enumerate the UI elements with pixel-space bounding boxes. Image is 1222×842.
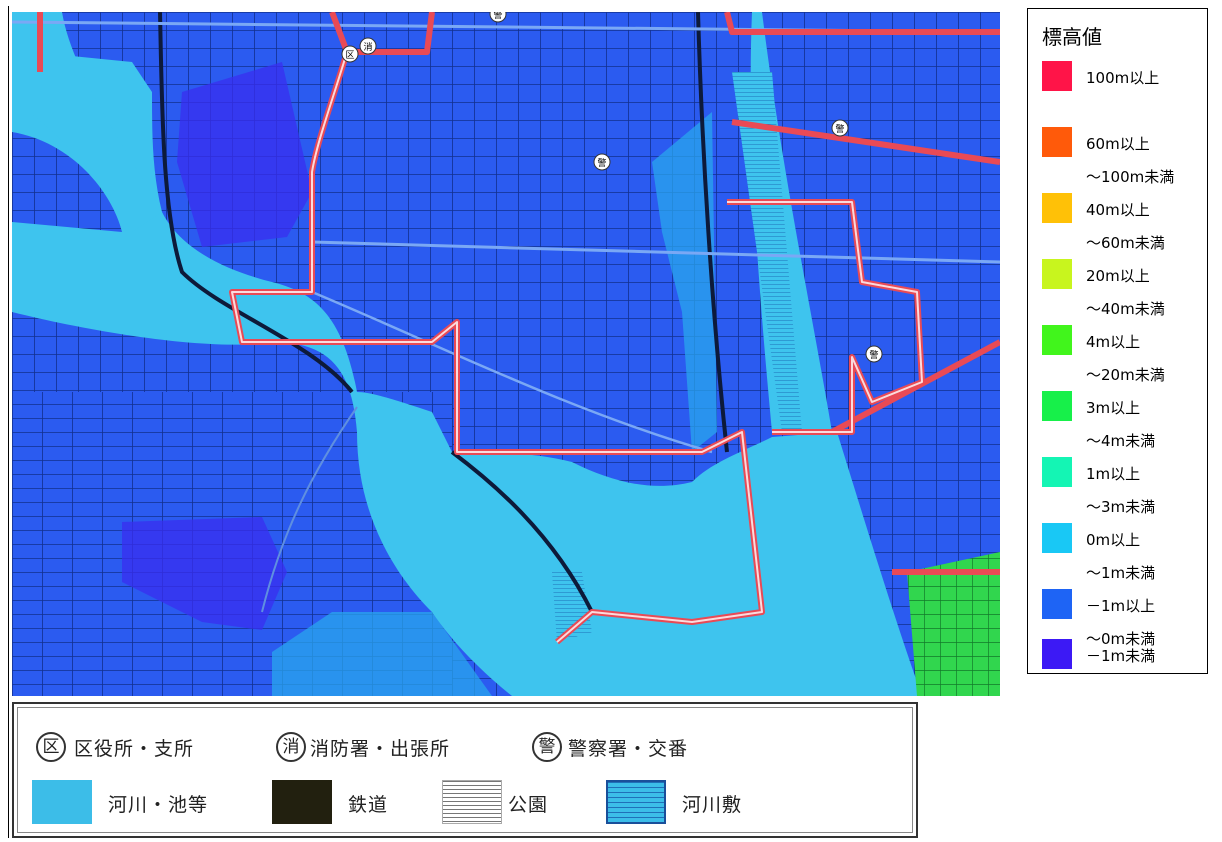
riverbed-swatch: [606, 780, 666, 824]
legend-park-label: 公園: [508, 794, 549, 816]
svg-text:警: 警: [493, 12, 502, 21]
elevation-legend-item: 40m以上 ～60m未満: [1042, 193, 1202, 253]
elevation-swatch: [1042, 325, 1072, 355]
road-mid: [311, 240, 1000, 264]
elevation-range-upper-label: ～1m未満: [1086, 564, 1156, 582]
legend-railway-label: 鉄道: [348, 794, 389, 816]
legend-title: 標高値: [1042, 25, 1102, 49]
shallow-zone-east: [652, 112, 717, 452]
river-swatch: [32, 780, 92, 824]
elevation-range-upper-label: ～100m未満: [1086, 168, 1175, 186]
page-frame: [8, 6, 1215, 838]
elevation-range-label: 1m以上: [1086, 465, 1141, 483]
elevation-legend-item: 4m以上 ～20m未満: [1042, 325, 1202, 385]
elevation-legend-item: 3m以上 ～4m未満: [1042, 391, 1202, 451]
elevation-swatch: [1042, 259, 1072, 289]
ward-office-marker[interactable]: 区: [341, 45, 359, 63]
elevation-range-label: 60m以上: [1086, 135, 1150, 153]
elevation-swatch: [1042, 61, 1072, 91]
elevation-legend-item: 20m以上 ～40m未満: [1042, 259, 1202, 319]
riverbed-east: [732, 72, 802, 432]
ward-office-icon: 区: [36, 732, 66, 762]
elevation-range-upper-label: ～3m未満: [1086, 498, 1156, 516]
elevation-legend-item: －1m以上 ～0m未満: [1042, 589, 1202, 649]
railway-swatch: [272, 780, 332, 824]
elevation-range-label: 20m以上: [1086, 267, 1150, 285]
svg-text:区: 区: [345, 50, 354, 61]
green-hill: [907, 552, 1000, 696]
elevation-range-label: 4m以上: [1086, 333, 1141, 351]
police-marker[interactable]: 警: [831, 119, 849, 137]
svg-text:警: 警: [835, 123, 844, 135]
railway-east: [696, 12, 729, 453]
elevation-legend-item: 0m以上 ～1m未満: [1042, 523, 1202, 583]
legend-riverbed-label: 河川敷: [682, 794, 743, 816]
elevation-range-label: 3m以上: [1086, 399, 1141, 417]
elevation-range-label: 0m以上: [1086, 531, 1141, 549]
elevation-swatch: [1042, 639, 1072, 669]
police-marker[interactable]: 警: [593, 153, 611, 171]
elevation-swatch: [1042, 127, 1072, 157]
road-bridge: [261, 406, 358, 613]
police-marker[interactable]: 警: [865, 345, 883, 363]
symbol-legend: 区 区役所・支所 消 消防署・出張所 警 警察署・交番 河川・池等 鉄道 公園 …: [12, 702, 918, 838]
river: [12, 52, 922, 696]
elevation-legend-item: 1m以上 ～3m未満: [1042, 457, 1202, 517]
elevation-map[interactable]: 区 消 警 警 警 警: [12, 12, 1000, 696]
elevation-range-upper-label: ～0m未満: [1086, 630, 1156, 648]
svg-text:消: 消: [363, 41, 372, 53]
elevation-legend-item: 100m以上: [1042, 61, 1202, 121]
elevation-range-upper-label: ～60m未満: [1086, 234, 1165, 252]
elevation-legend: 標高値 100m以上 60m以上 ～100m未満 40m以上 ～60m未満 20m以上 ～4…: [1027, 8, 1208, 674]
elevation-swatch: [1042, 523, 1072, 553]
facility-legend-row: 区 区役所・支所 消 消防署・出張所 警 警察署・交番: [14, 724, 916, 774]
elevation-range-label: －1m以上: [1086, 597, 1156, 615]
legend-ward-office-label: 区役所・支所: [74, 738, 195, 760]
elevation-range-upper-label: ～40m未満: [1086, 300, 1165, 318]
river-left-branch: [12, 132, 122, 232]
legend-police-label: 警察署・交番: [568, 738, 689, 760]
police-station-icon: 警: [532, 732, 562, 762]
elevation-swatch: [1042, 457, 1072, 487]
railway-west: [158, 12, 354, 394]
low-zone-south: [122, 517, 287, 630]
elevation-range-upper-label: ～20m未満: [1086, 366, 1165, 384]
river-north-channel: [12, 12, 162, 232]
fire-station-marker[interactable]: 消: [359, 37, 377, 55]
elevation-legend-item: 60m以上 ～100m未満: [1042, 127, 1202, 187]
area-legend-row: 河川・池等 鉄道 公園 河川敷: [14, 780, 916, 830]
svg-text:警: 警: [597, 157, 606, 169]
elevation-legend-item: －1m未満: [1042, 639, 1202, 699]
road-diagonal: [311, 290, 713, 454]
elevation-range-label: 100m以上: [1086, 69, 1160, 87]
svg-text:警: 警: [869, 349, 878, 361]
legend-river-label: 河川・池等: [108, 794, 209, 816]
elevation-swatch: [1042, 391, 1072, 421]
elevation-range-label: 40m以上: [1086, 201, 1150, 219]
shallow-zone-south: [272, 612, 492, 696]
low-zone-north: [177, 62, 312, 247]
elevation-swatch: [1042, 193, 1072, 223]
railway-south: [450, 450, 594, 613]
park-swatch: [442, 780, 502, 824]
police-marker[interactable]: 警: [489, 12, 507, 23]
elevation-range-label: －1m未満: [1086, 647, 1156, 665]
fire-station-icon: 消: [276, 732, 306, 762]
elevation-range-upper-label: ～4m未満: [1086, 432, 1156, 450]
legend-fire-station-label: 消防署・出張所: [310, 738, 451, 760]
east-land: [772, 12, 1000, 696]
elevation-swatch: [1042, 589, 1072, 619]
